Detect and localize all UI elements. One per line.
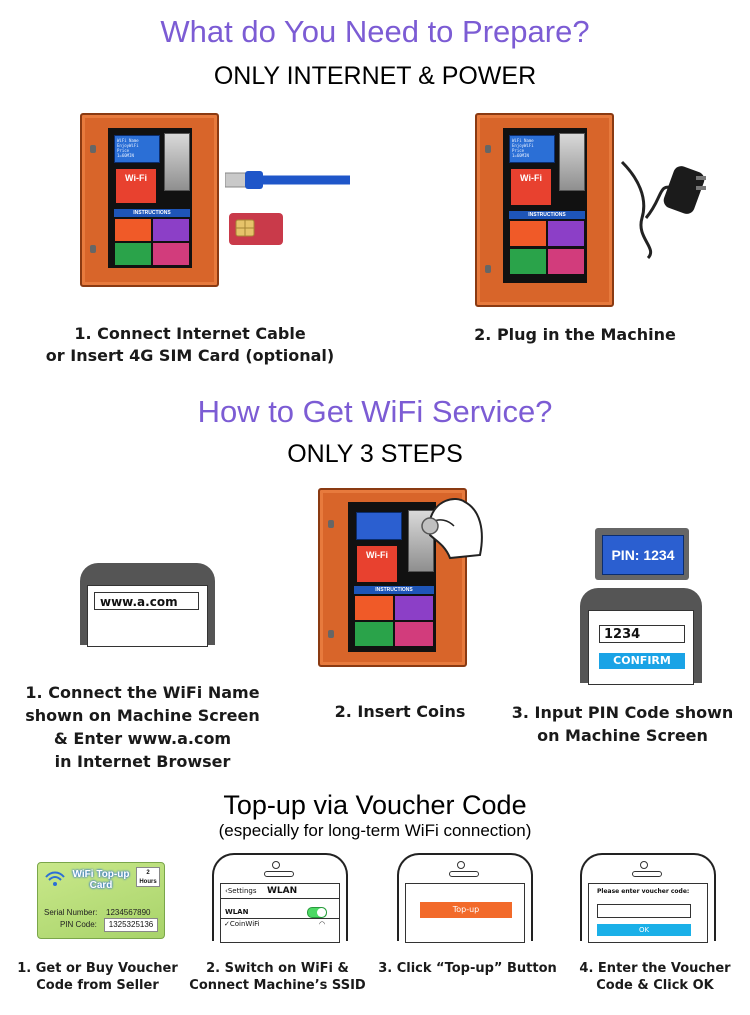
topup-button[interactable]: Top-up: [420, 902, 512, 918]
voucher-step-3: 3. Click “Top-up” Button: [378, 961, 557, 976]
voucher-step-1: 1. Get or Buy Voucher Code from Seller: [17, 961, 178, 993]
power-adapter-icon: [620, 160, 706, 260]
voucher-prompt: Please enter voucher code:: [597, 888, 690, 895]
voucher-step-4: 4. Enter the Voucher Code & Click OK: [579, 961, 731, 993]
wifi-signal-icon: ◠: [319, 920, 326, 928]
phone-topup-image: Top-up: [397, 853, 533, 943]
voucher-subtitle: (especially for long-term WiFi connectio…: [218, 821, 532, 840]
wifi-icon: [45, 871, 65, 886]
voucher-title: Top-up via Voucher Code: [223, 790, 527, 820]
service-step-3: 3. Input PIN Code shown on Machine Scree…: [511, 703, 734, 745]
pin-display-image: PIN: 1234: [595, 528, 689, 580]
service-subtitle: ONLY 3 STEPS: [287, 440, 463, 468]
phone-browser-image: www.a.com: [80, 563, 215, 647]
phone-pin-image: 1234 CONFIRM: [580, 588, 702, 685]
voucher-hours: 2 Hours: [136, 867, 160, 887]
prepare-step-1-line2: or Insert 4G SIM Card (optional): [45, 346, 335, 365]
pin-value: 1325325136: [104, 918, 158, 932]
settings-back-link[interactable]: ‹Settings: [225, 887, 257, 895]
confirm-button[interactable]: CONFIRM: [599, 653, 685, 669]
instructions-label: INSTRUCTIONS: [509, 211, 585, 219]
service-step-1: 1. Connect the WiFi Name shown on Machin…: [25, 683, 260, 771]
voucher-card-image: WiFi Top-up Card 2 Hours Serial Number: …: [37, 862, 165, 939]
service-step-2: 2. Insert Coins: [334, 702, 466, 721]
prepare-step-1-line1: 1. Connect Internet Cable: [74, 324, 306, 343]
phone-voucher-image: Please enter voucher code: OK: [580, 853, 716, 943]
ok-button[interactable]: OK: [597, 924, 691, 936]
wlan-row: WLAN: [225, 908, 249, 916]
coin-slot-icon: [164, 133, 190, 191]
voucher-code-input[interactable]: [597, 904, 691, 918]
prepare-subtitle: ONLY INTERNET & POWER: [213, 62, 537, 90]
coinwifi-network[interactable]: ✓CoinWiFi: [224, 920, 260, 928]
wlan-header: WLAN: [267, 886, 298, 896]
instructions-label: INSTRUCTIONS: [354, 586, 434, 594]
prepare-title: What do You Need to Prepare?: [160, 14, 590, 49]
voucher-card-title: WiFi Top-up Card: [72, 869, 130, 891]
serial-label: Serial Number:: [44, 908, 98, 917]
wlan-toggle[interactable]: [307, 907, 327, 918]
sim-card-icon: [229, 213, 283, 245]
hand-inserting-coin-icon: [421, 498, 483, 560]
instructions-label: INSTRUCTIONS: [114, 209, 190, 217]
ethernet-cable-icon: [225, 171, 350, 189]
phone-wlan-image: ‹Settings WLAN WLAN ✓CoinWiFi ◠: [212, 853, 348, 943]
service-title: How to Get WiFi Service?: [197, 394, 553, 429]
pin-display: PIN: 1234: [602, 535, 684, 575]
serial-value: 1234567890: [106, 908, 151, 917]
url-box: www.a.com: [94, 592, 199, 610]
pin-input[interactable]: 1234: [599, 625, 685, 643]
pin-label: PIN Code:: [60, 920, 97, 929]
wifi-logo: Wi-Fi: [116, 169, 156, 203]
voucher-step-2: 2. Switch on WiFi & Connect Machine’s SS…: [189, 961, 366, 993]
prepare-step-2: 2. Plug in the Machine: [474, 325, 676, 344]
